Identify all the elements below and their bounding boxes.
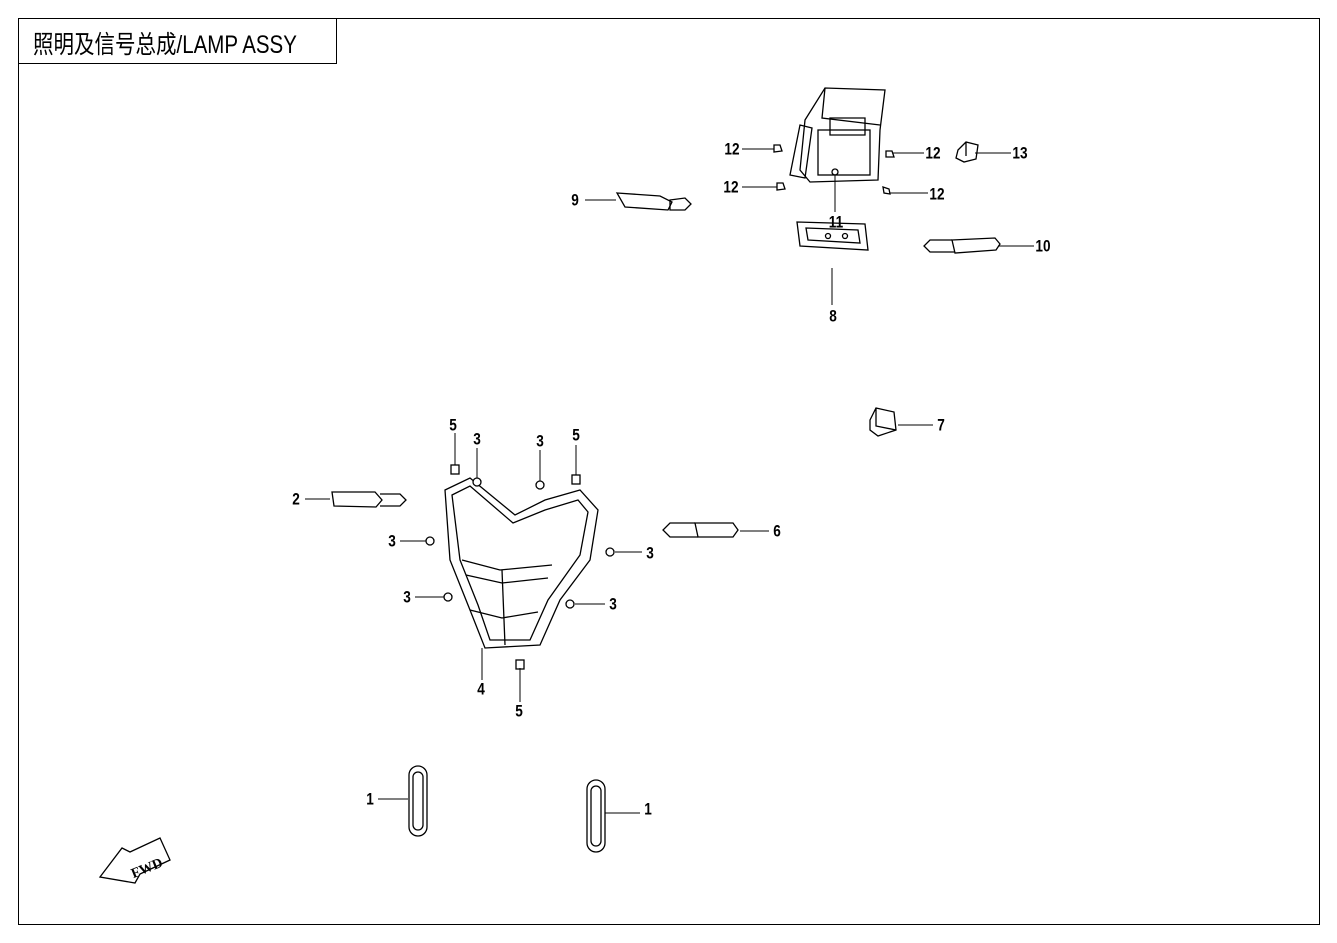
- callout-3: 3: [536, 431, 544, 451]
- turn-signal-part-9: [615, 192, 692, 211]
- callout-7: 7: [937, 415, 945, 435]
- callout-3: 3: [403, 587, 411, 607]
- diagram-title: 照明及信号总成/LAMP ASSY: [33, 31, 297, 59]
- turn-signal-part-2: [331, 491, 407, 508]
- callout-5: 5: [515, 701, 523, 721]
- callout-12: 12: [929, 184, 945, 204]
- callout-9: 9: [571, 190, 579, 210]
- drawing-frame: [18, 18, 1320, 925]
- screws-part-12: [773, 144, 895, 195]
- title-box: 照明及信号总成/LAMP ASSY: [18, 18, 337, 64]
- turn-signal-part-10: [923, 237, 1001, 254]
- callout-12: 12: [723, 177, 739, 197]
- license-lamp-part-8: [796, 221, 869, 251]
- callout-12: 12: [925, 143, 941, 163]
- fwd-direction-arrow: FWD: [98, 837, 171, 884]
- callout-3: 3: [473, 429, 481, 449]
- callout-2: 2: [292, 489, 300, 509]
- callout-8: 8: [829, 306, 837, 326]
- callout-3: 3: [388, 531, 396, 551]
- callout-12: 12: [724, 139, 740, 159]
- clips-part-5: [450, 464, 581, 670]
- callout-13: 13: [1012, 143, 1028, 163]
- callout-1: 1: [366, 789, 374, 809]
- leader-lines: [305, 148, 1034, 814]
- callout-3: 3: [609, 594, 617, 614]
- callout-3: 3: [646, 543, 654, 563]
- callout-5: 5: [572, 425, 580, 445]
- fwd-label: FWD: [129, 856, 165, 882]
- turn-signal-part-6: [662, 522, 739, 538]
- relay-part-7: [869, 407, 897, 437]
- callout-5: 5: [449, 415, 457, 435]
- screws-part-3: [425, 477, 615, 609]
- headlamp-part-4: [444, 477, 599, 649]
- connector-part-13: [955, 141, 979, 163]
- callout-6: 6: [773, 521, 781, 541]
- reflectors-part-1: [408, 765, 606, 853]
- callout-4: 4: [477, 679, 485, 699]
- callout-11: 11: [828, 212, 844, 232]
- callout-1: 1: [644, 799, 652, 819]
- callout-10: 10: [1035, 236, 1051, 256]
- tail-lamp-part-11: [789, 87, 886, 183]
